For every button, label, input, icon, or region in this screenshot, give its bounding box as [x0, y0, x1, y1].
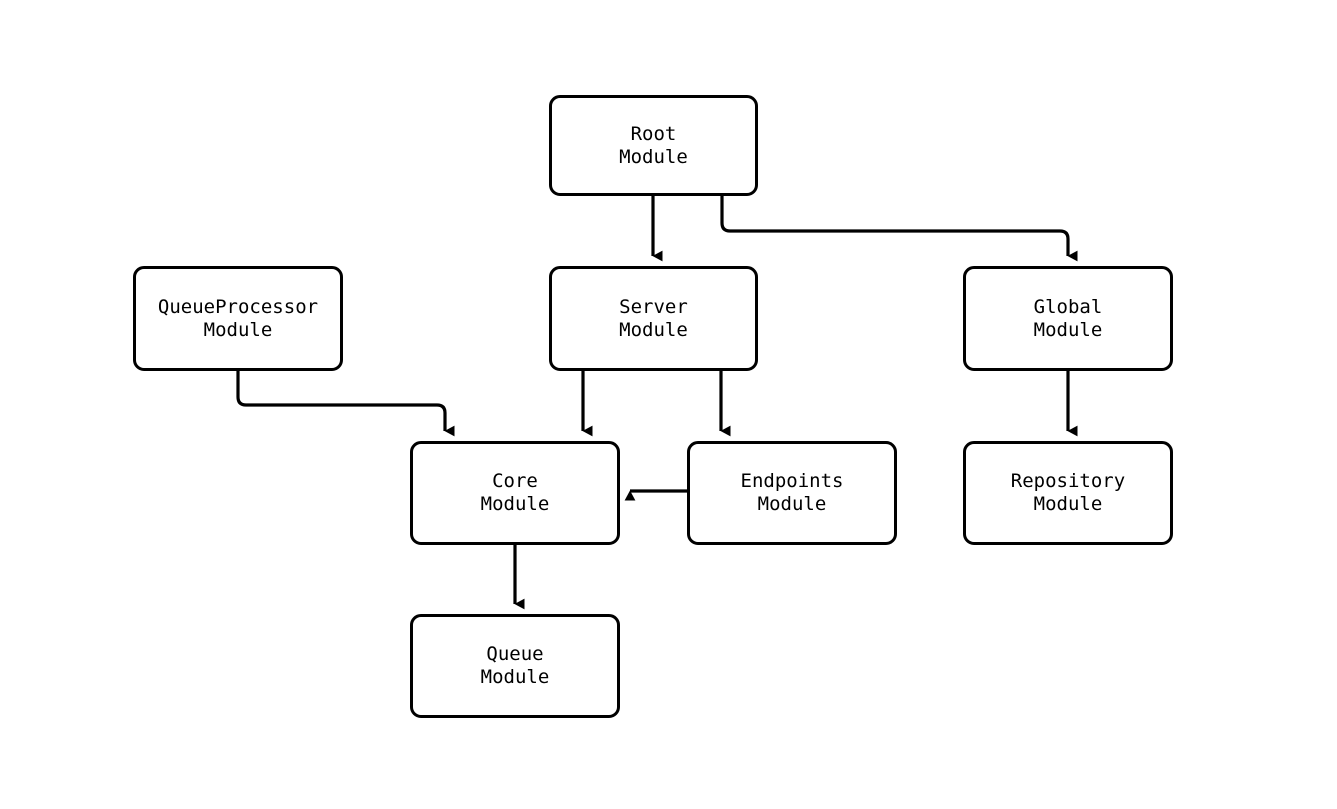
- node-global-module-line2: Module: [1033, 318, 1103, 341]
- node-queueprocessor-module[interactable]: QueueProcessor Module: [133, 266, 343, 371]
- node-root-module-line1: Root: [630, 122, 677, 145]
- node-server-module[interactable]: Server Module: [549, 266, 758, 371]
- node-repository-module-line1: Repository: [1010, 470, 1126, 492]
- edge-queueprocessor-core: [236, 371, 455, 437]
- node-queueprocessor-module-line2: Module: [203, 318, 273, 341]
- node-server-module-line1: Server: [619, 295, 688, 318]
- edge-root-global: [720, 196, 1078, 262]
- node-server-module-line2: Module: [619, 318, 688, 341]
- node-global-module-line1: Global: [1033, 295, 1103, 318]
- node-global-module[interactable]: Global Module: [963, 266, 1173, 371]
- node-endpoints-module-line1: Endpoints: [740, 470, 844, 492]
- node-endpoints-module[interactable]: Endpoints Module: [687, 441, 897, 545]
- node-core-module[interactable]: Core Module: [410, 441, 620, 545]
- node-root-module[interactable]: Root Module: [549, 95, 758, 196]
- node-queue-module-line1: Queue: [486, 643, 544, 665]
- node-queue-module[interactable]: Queue Module: [410, 614, 620, 718]
- node-core-module-line2: Module: [480, 493, 550, 515]
- node-queue-module-line2: Module: [480, 666, 550, 688]
- node-queueprocessor-module-line1: QueueProcessor: [157, 295, 319, 318]
- node-repository-module[interactable]: Repository Module: [963, 441, 1173, 545]
- node-root-module-line2: Module: [619, 145, 688, 168]
- node-endpoints-module-line2: Module: [757, 493, 827, 515]
- node-core-module-line1: Core: [492, 470, 538, 492]
- node-repository-module-line2: Module: [1033, 493, 1103, 515]
